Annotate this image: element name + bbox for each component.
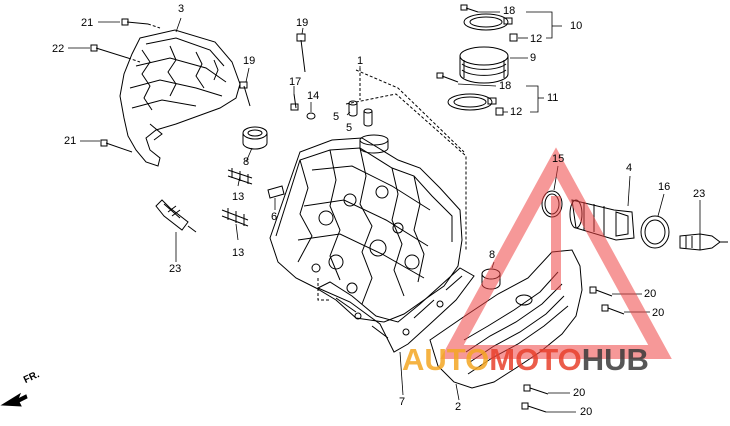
callout-12-lower: 12 (510, 106, 523, 118)
cylinder-head-part-1 (269, 134, 463, 323)
callout-13-upper: 13 (232, 191, 245, 203)
callout-20-d: 20 (580, 406, 593, 418)
watermark-triangle (440, 147, 672, 359)
callout-19-left: 19 (243, 55, 256, 67)
callout-3: 3 (178, 3, 185, 15)
bolt-19-left (239, 81, 251, 107)
callout-6: 6 (271, 211, 278, 223)
bolt-18-lower (436, 72, 459, 83)
callout-12-upper: 12 (530, 33, 543, 45)
callout-18-upper: 18 (503, 5, 516, 17)
callout-20-c: 20 (573, 387, 586, 399)
bolt-19-center (296, 33, 306, 73)
callout-21-lower: 21 (64, 135, 77, 147)
callout-20-b: 20 (652, 307, 665, 319)
callout-16: 16 (658, 181, 671, 193)
callout-20-a: 20 (644, 288, 657, 300)
front-direction-arrow (0, 392, 28, 407)
watermark-logo: AUTOMOTOHUB (402, 343, 649, 377)
spark-plug-23-left (155, 199, 197, 233)
head-cover-part-3 (119, 29, 241, 167)
clamp-10 (463, 13, 513, 31)
stud-13-lower (221, 208, 249, 227)
callout-1: 1 (357, 55, 364, 67)
callout-18-lower: 18 (499, 80, 512, 92)
gasket-part-7 (316, 267, 475, 353)
bolt-22 (90, 44, 129, 59)
o-ring-16 (640, 215, 670, 249)
callout-11: 11 (547, 92, 559, 104)
callout-19-center: 19 (296, 17, 309, 29)
callout-5-a: 5 (333, 111, 340, 123)
nut-12-upper (509, 33, 518, 42)
callout-4: 4 (626, 162, 633, 174)
callout-15: 15 (552, 153, 565, 165)
callout-14: 14 (307, 90, 320, 102)
nut-12-lower (495, 107, 504, 116)
callout-8-upper: 8 (243, 156, 250, 168)
bolt-20-a (589, 286, 613, 297)
bolt-21-upper (121, 18, 149, 26)
callout-7: 7 (399, 396, 406, 408)
clamp-11 (447, 93, 497, 111)
bolt-20-c (523, 384, 549, 395)
insulator-9 (459, 46, 509, 84)
bolt-17 (290, 93, 299, 111)
bolt-20-d (521, 402, 547, 413)
callout-22: 22 (52, 43, 65, 55)
bolt-20-b (601, 304, 625, 315)
spark-plug-23-right (679, 233, 728, 251)
callout-21-top: 21 (81, 17, 94, 29)
leader-lines (68, 11, 701, 413)
washer-14 (306, 112, 316, 120)
callout-5-b: 5 (346, 122, 353, 134)
bolt-18-upper (460, 4, 479, 13)
guide-6 (267, 185, 285, 199)
watermark-hub: HUB (581, 342, 649, 377)
callout-17: 17 (289, 76, 302, 88)
callout-10: 10 (570, 20, 583, 32)
callout-23-left: 23 (169, 263, 182, 275)
watermark-auto: AUTO (402, 342, 490, 377)
bolt-21-lower (100, 139, 133, 153)
dowel-pin-5-b (363, 108, 373, 127)
seal-8-upper (242, 126, 268, 150)
callout-8-lower: 8 (489, 249, 496, 261)
callout-13-lower: 13 (232, 247, 245, 259)
callout-9: 9 (530, 52, 537, 64)
watermark-moto: MOTO (489, 342, 582, 377)
callout-23-right: 23 (693, 188, 706, 200)
dowel-pin-5-a (348, 100, 358, 117)
callout-2: 2 (455, 401, 462, 413)
